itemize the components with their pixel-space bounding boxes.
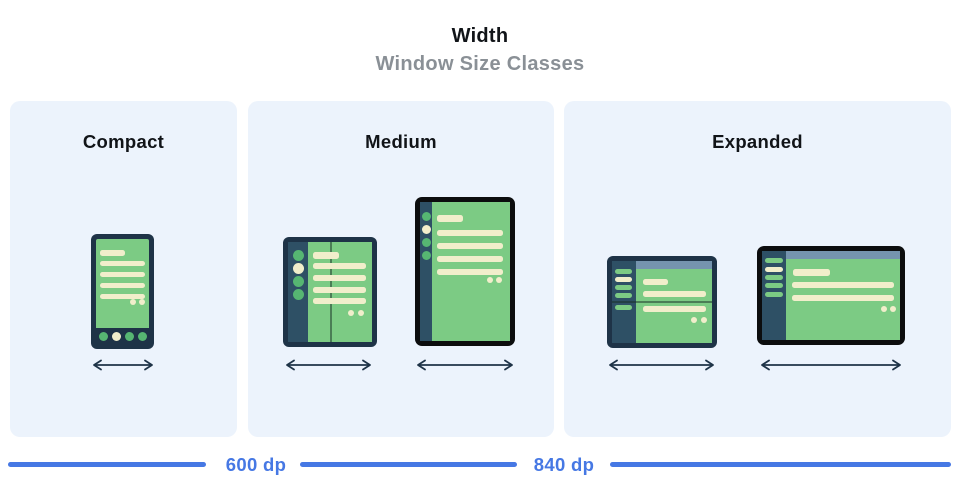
screen-dot [701,317,707,323]
breakpoint-600dp-label: 600 dp [225,454,287,475]
rail-dot [292,250,304,261]
rail-dot [421,238,431,247]
screen-text-line [643,279,668,285]
sidebar-line [765,283,783,288]
desktop-display-device [757,246,905,345]
screen-text-line [793,269,830,276]
panel-title-expanded: Expanded [712,131,803,152]
screen-text-line [437,243,503,249]
screen-dot [139,299,145,305]
nav-dot [111,331,121,341]
threshold-line [610,462,951,467]
rail-dot [292,289,304,300]
screen-text-line [313,287,366,293]
nav-rail [420,202,432,341]
sidebar-line [765,292,783,297]
foldable-body [288,242,372,342]
screen-dot [487,277,493,283]
sidebar-line [765,267,783,272]
tablet-landscape-foldable-device [607,256,717,348]
phone-nav-bar [96,328,149,344]
page-subtitle: Window Size Classes [375,53,585,75]
device-body [612,261,712,343]
screen-text-line [100,261,145,266]
panel-title-medium: Medium [365,131,437,152]
tablet-portrait-device [415,197,515,346]
screen-text-line [100,294,145,299]
rail-dot [292,276,304,287]
screen-text-line [313,298,366,304]
width-arrow-icon [286,359,371,371]
fold-crease [612,301,712,303]
screen-text-line [437,269,503,275]
phone-body [96,239,149,344]
sidebar [762,251,786,340]
device-screen [636,269,712,343]
screen-text-line [437,230,503,236]
device-screen [786,259,900,340]
rail-dot [421,225,431,234]
screen-text-line [100,283,145,288]
screen-dot [496,277,502,283]
tablet-body [420,202,510,341]
screen-dot [358,310,364,316]
screen-text-line [313,263,366,269]
sidebar-line [615,277,632,282]
app-top-bar [636,261,712,269]
nav-rail [288,242,308,342]
screen-dot [130,299,136,305]
width-arrow-icon [761,359,901,371]
nav-dot [124,331,134,341]
page-title: Width [451,25,509,47]
screen-text-line [437,256,503,262]
phone-screen [96,239,149,328]
screen-dot [691,317,697,323]
nav-dot [137,331,147,341]
sidebar-line [765,275,783,280]
screen-text-line [643,291,706,297]
screen-text-line [100,272,145,277]
width-arrow-icon [417,359,513,371]
screen-dot [348,310,354,316]
screen-dot [881,306,887,312]
size-class-panel-medium: Medium [248,101,554,437]
device-body [762,251,900,340]
threshold-line [300,462,517,467]
threshold-line [8,462,206,467]
sidebar-line [615,293,632,298]
screen-text-line [437,215,463,222]
sidebar-line [615,305,632,310]
app-top-bar [786,251,900,259]
rail-dot [421,212,431,221]
rail-dot [292,263,304,274]
sidebar-line [615,285,632,290]
main-pane [636,261,712,343]
breakpoint-840dp-label: 840 dp [533,454,595,475]
main-pane [786,251,900,340]
size-class-panel-compact: Compact [10,101,237,437]
screen-dot [890,306,896,312]
sidebar-line [615,269,632,274]
screen-text-line [313,252,339,259]
size-class-panel-expanded: Expanded [564,101,951,437]
screen-text-line [792,282,894,288]
nav-dot [98,331,108,341]
screen-text-line [313,275,366,281]
width-arrow-icon [93,359,153,371]
screen-text-line [100,250,125,256]
screen-text-line [792,295,894,301]
sidebar-line [765,258,783,263]
width-arrow-icon [609,359,714,371]
screen-text-line [643,306,706,312]
phone-device [91,234,154,349]
foldable-screen [308,242,372,342]
tablet-screen [432,202,510,341]
rail-dot [421,251,431,260]
foldable-open-device [283,237,377,347]
panel-title-compact: Compact [82,131,165,152]
